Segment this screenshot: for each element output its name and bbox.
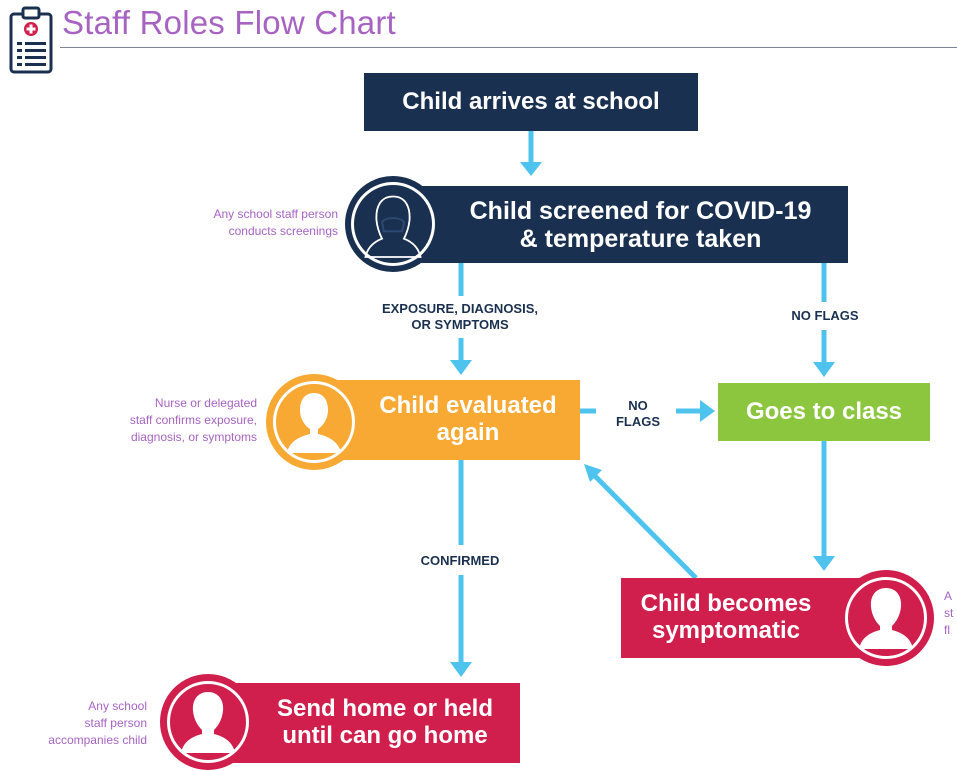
node-label: Child arrives at school — [402, 87, 660, 115]
arrowhead — [520, 162, 542, 176]
edge-label-confirmed: CONFIRMED — [420, 553, 500, 568]
node-label: Child becomes symptomatic — [640, 590, 812, 644]
edge-label-no-flags-mid: NO FLAGS — [615, 398, 661, 430]
node-label: Goes to class — [745, 397, 903, 425]
note-symptomatic-staff: A st fl — [944, 589, 954, 637]
node-label: Send home or held until can go home — [276, 695, 494, 749]
note-screening-staff: Any school staff person conducts screeni… — [213, 207, 338, 238]
title-divider — [60, 47, 957, 48]
node-goes-to-class: Goes to class — [718, 383, 930, 441]
edge-label-no-flags: NO FLAGS — [791, 308, 859, 323]
person-icon — [266, 374, 362, 470]
arrow-symptomatic-to-evaluated — [592, 473, 698, 580]
note-nurse-staff: Nurse or delegated staff confirms exposu… — [129, 396, 257, 444]
clipboard-icon — [9, 6, 53, 74]
node-label: Child screened for COVID-19 & temperatur… — [469, 196, 812, 253]
page-title: Staff Roles Flow Chart — [62, 4, 396, 41]
node-child-screened: Child screened for COVID-19 & temperatur… — [375, 186, 848, 263]
note-accompany-staff: Any school staff person accompanies chil… — [48, 699, 147, 747]
person-icon — [838, 570, 934, 666]
node-label: Child evaluated again — [379, 392, 557, 446]
node-child-evaluated: Child evaluated again — [322, 380, 580, 460]
edge-label-exposure: EXPOSURE, DIAGNOSIS, OR SYMPTOMS — [381, 301, 539, 333]
person-icon — [160, 674, 256, 770]
person-icon — [345, 176, 441, 272]
node-child-arrives: Child arrives at school — [364, 73, 698, 131]
